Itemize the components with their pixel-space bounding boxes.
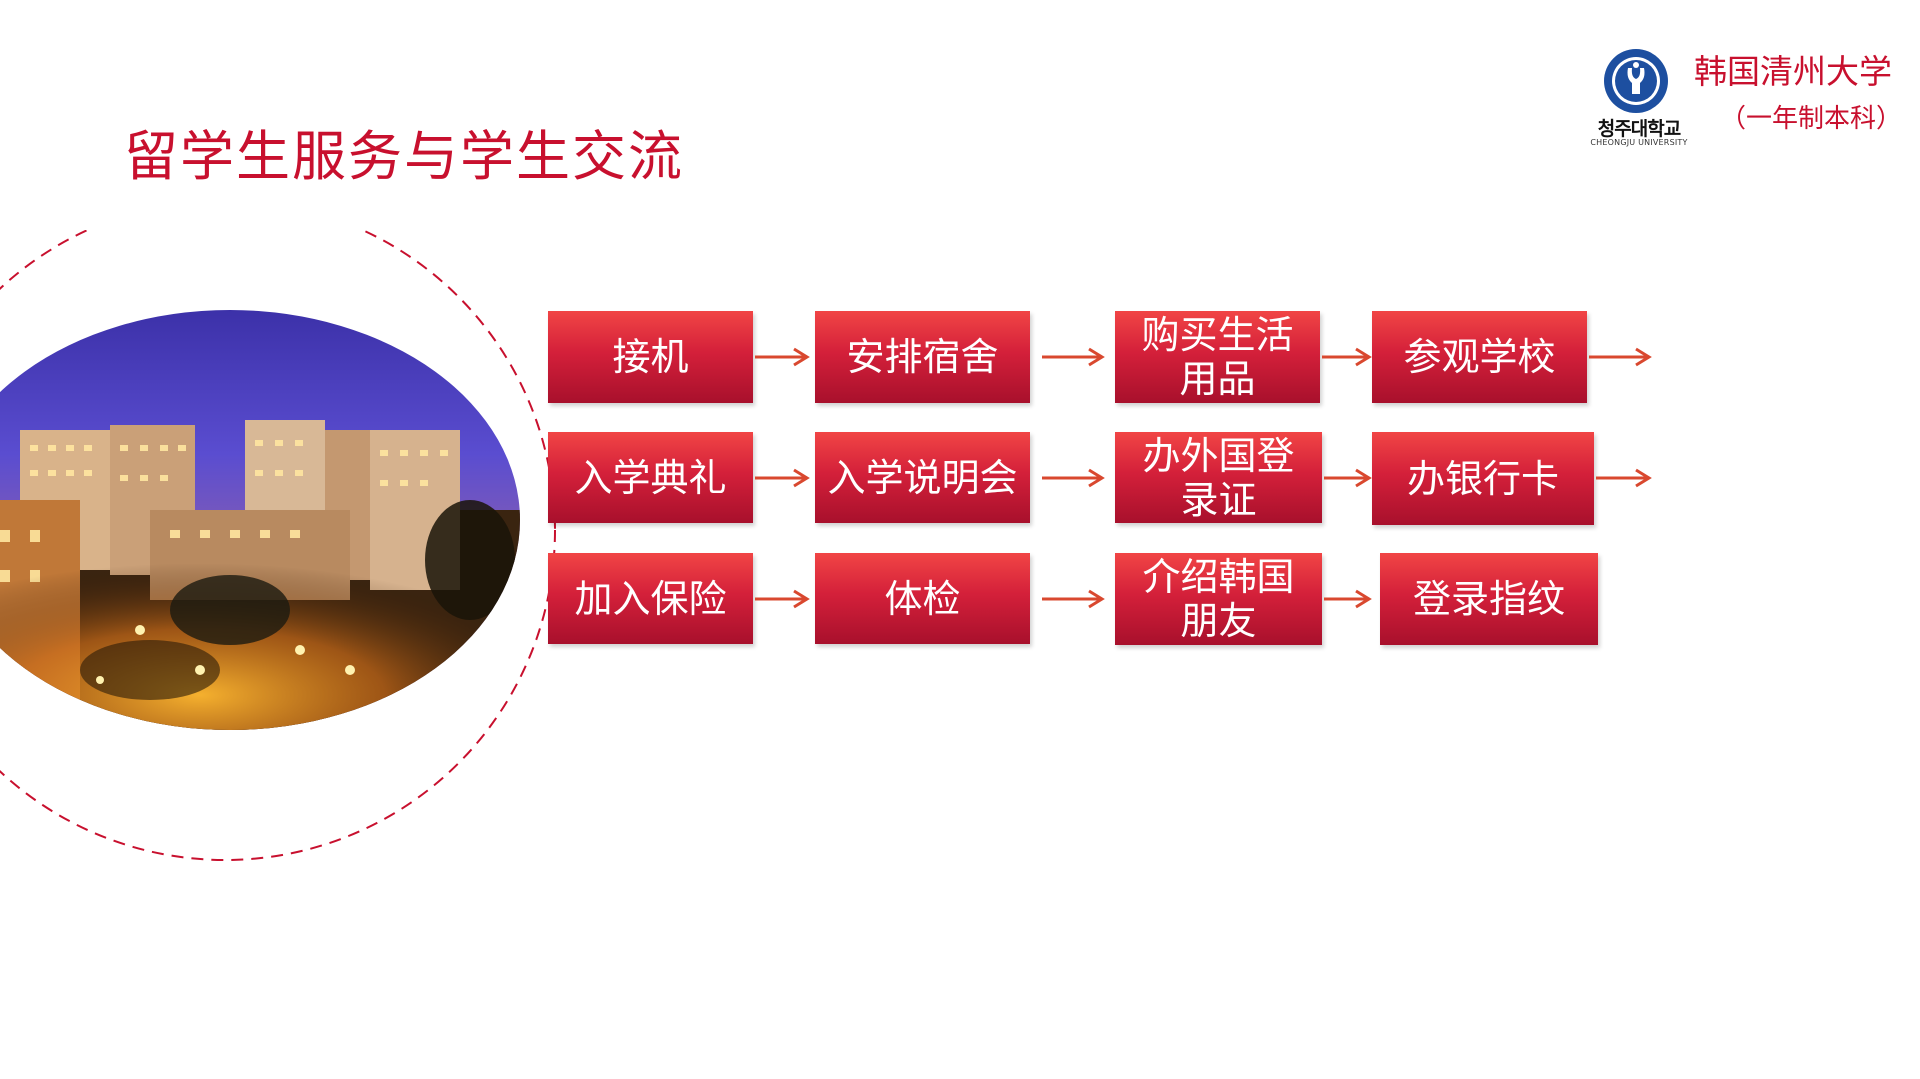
process-step: 参观学校: [1372, 311, 1587, 403]
flow-arrow-icon: [753, 347, 810, 367]
process-step: 入学典礼: [548, 432, 753, 523]
page-title: 留学生服务与学生交流: [124, 125, 684, 188]
flow-arrow-icon: [1040, 589, 1105, 609]
flow-arrow-icon: [1040, 468, 1105, 488]
process-step: 体检: [815, 553, 1030, 644]
process-step: 办银行卡: [1372, 432, 1594, 525]
flow-arrow-icon: [1320, 347, 1372, 367]
process-step: 登录指纹: [1380, 553, 1598, 645]
flow-arrow-icon: [753, 468, 810, 488]
brand-subtitle: （一年制本科）: [1720, 104, 1903, 134]
process-step: 加入保险: [548, 553, 753, 644]
flow-arrow-icon: [1594, 468, 1652, 488]
process-step: 办外国登录证: [1115, 432, 1322, 523]
dashed-circle: [0, 230, 556, 861]
process-step: 接机: [548, 311, 753, 403]
flow-arrow-icon: [1587, 347, 1652, 367]
process-step: 入学说明会: [815, 432, 1030, 523]
flow-arrow-icon: [753, 589, 810, 609]
process-step: 介绍韩国朋友: [1115, 553, 1322, 645]
university-logo: 청주대학교 CHEONGJU UNIVERSITY: [1583, 48, 1695, 154]
flow-arrow-icon: [1040, 347, 1105, 367]
process-step: 安排宿舍: [815, 311, 1030, 403]
brand-name: 韩国清州大学: [1694, 52, 1892, 91]
flow-arrow-icon: [1322, 589, 1372, 609]
university-seal-icon: [1604, 49, 1668, 113]
process-step: 购买生活用品: [1115, 311, 1320, 403]
logo-korean-text: 청주대학교: [1597, 118, 1681, 140]
flow-arrow-icon: [1322, 468, 1372, 488]
logo-english-text: CHEONGJU UNIVERSITY: [1590, 138, 1688, 147]
campus-photo-decoration: [0, 230, 556, 861]
campus-photo: [0, 310, 520, 730]
